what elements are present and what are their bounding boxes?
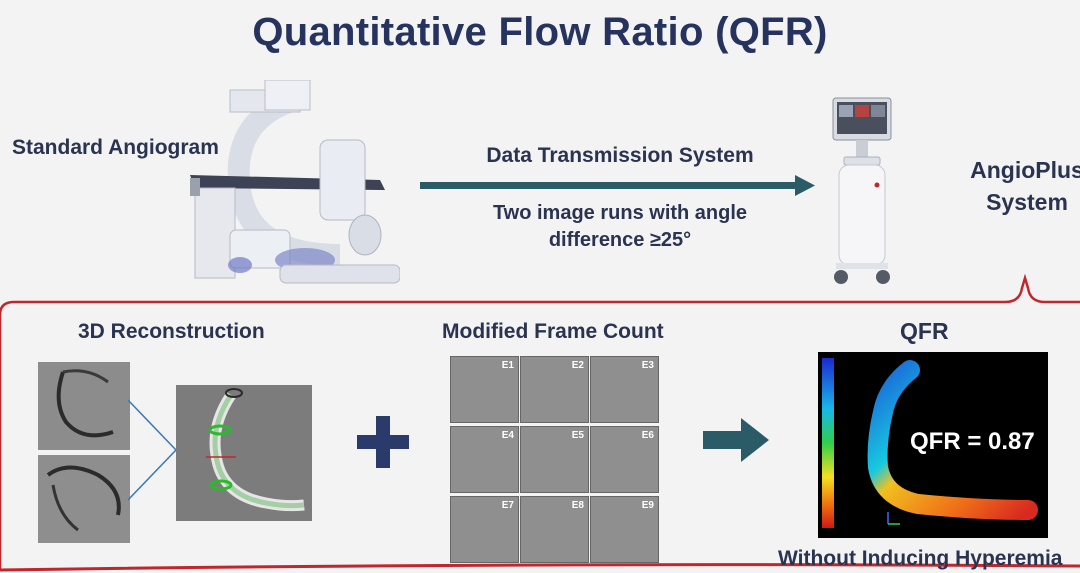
qfr-result-panel: QFR = 0.87 xyxy=(818,352,1048,538)
data-transmission-label: Data Transmission System xyxy=(486,144,754,167)
image-runs-line-1: Two image runs with angle xyxy=(492,202,748,224)
bracket-outline xyxy=(0,273,1080,572)
angioplus-workstation-image xyxy=(832,97,892,284)
qfr-value: QFR = 0.87 xyxy=(910,428,1035,455)
frame-label: E5 xyxy=(571,430,584,441)
image-runs-line-2: difference ≥25° xyxy=(548,229,692,251)
frame-cell: E8 xyxy=(520,496,589,563)
angioplus-line-2: System xyxy=(986,189,1068,215)
result-arrow-icon xyxy=(703,418,769,462)
vessel-3d-model-image xyxy=(176,385,312,521)
frame-cell: E2 xyxy=(520,356,589,423)
qfr-label: QFR xyxy=(900,318,949,344)
reconstruction-connector xyxy=(128,399,178,501)
hyperemia-label: Without Inducing Hyperemia xyxy=(778,547,1063,570)
frame-cell: E6 xyxy=(590,426,659,493)
frame-label: E9 xyxy=(641,500,654,511)
standard-angiogram-label: Standard Angiogram xyxy=(12,136,219,159)
frame-grid: E1 E2 E3 E4 E5 E6 E7 E8 E9 xyxy=(450,356,665,564)
angiography-machine-image xyxy=(190,80,400,284)
slide-title: Quantitative Flow Ratio (QFR) xyxy=(252,10,828,54)
frame-cell: E1 xyxy=(450,356,519,423)
frame-cell: E5 xyxy=(520,426,589,493)
angiogram-view-1-image xyxy=(38,362,130,450)
frame-label: E7 xyxy=(501,500,514,511)
transmission-arrow-icon xyxy=(420,175,815,196)
frame-cell: E4 xyxy=(450,426,519,493)
angiogram-view-2-image xyxy=(38,455,130,543)
frame-label: E4 xyxy=(501,430,514,441)
frame-cell: E7 xyxy=(450,496,519,563)
frame-label: E1 xyxy=(501,360,514,371)
frame-cell: E3 xyxy=(590,356,659,423)
angioplus-line-1: AngioPlus xyxy=(970,157,1080,183)
plus-icon xyxy=(357,416,409,468)
frame-label: E2 xyxy=(571,360,584,371)
frame-label: E3 xyxy=(641,360,654,371)
angioplus-system-label: AngioPlus System xyxy=(952,154,1080,218)
image-runs-label: Two image runs with angle difference ≥25… xyxy=(420,200,820,254)
frame-label: E6 xyxy=(641,430,654,441)
reconstruction-label: 3D Reconstruction xyxy=(78,320,265,343)
frame-label: E8 xyxy=(571,500,584,511)
frame-cell: E9 xyxy=(590,496,659,563)
frame-count-label: Modified Frame Count xyxy=(442,320,664,343)
qfr-colored-vessel-image xyxy=(822,358,1038,528)
